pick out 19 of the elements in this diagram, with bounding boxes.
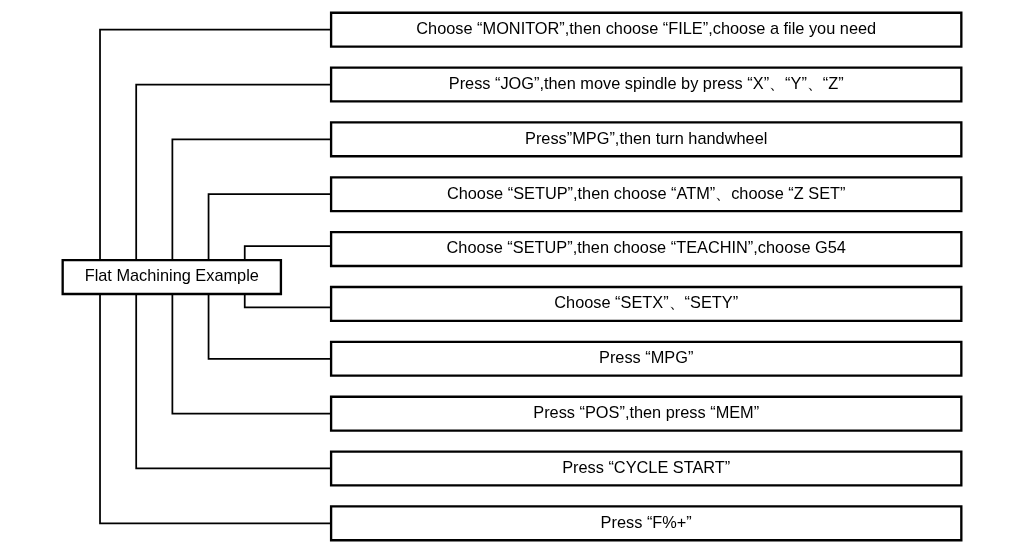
node-box: Press “CYCLE START” [329, 450, 963, 487]
connector [99, 293, 332, 525]
connector [99, 28, 332, 261]
node-box: Press “MPG” [329, 340, 963, 377]
node-box: Press”MPG”,then turn handwheel [329, 121, 963, 158]
connector [135, 83, 332, 261]
connector [207, 293, 332, 360]
node-box: Press “F%+” [329, 505, 963, 542]
connector [171, 138, 332, 261]
connector [207, 193, 332, 261]
node-box: Choose “SETX”、“SETY” [329, 285, 963, 322]
connector [135, 293, 332, 470]
node-box: Choose “SETUP”,then choose “TEACHIN”,choose G54 [329, 231, 963, 268]
node-box: Press “JOG”,then move spindle by press “X”、“Y”、“Z” [329, 66, 963, 103]
node-box: Flat Machining Example [61, 259, 283, 296]
node-box: Press “POS”,then press “MEM” [329, 395, 963, 432]
connector [171, 293, 332, 415]
node-box: Choose “SETUP”,then choose “ATM”、choose “Z SET” [329, 176, 963, 213]
node-box: Choose “MONITOR”,then choose “FILE”,choose a file you need [329, 11, 963, 48]
